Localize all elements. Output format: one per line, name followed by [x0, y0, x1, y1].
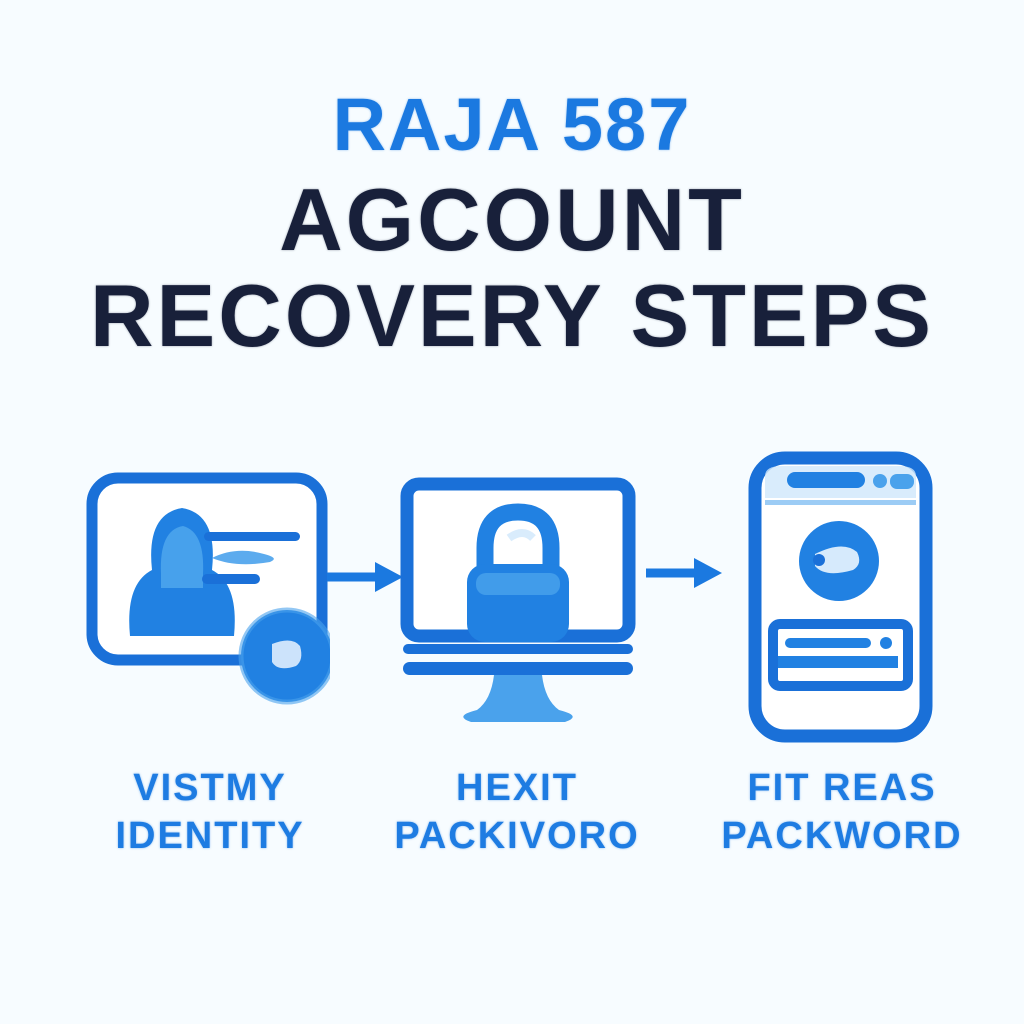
step-caption-line: FIT REAS [747, 767, 937, 809]
id-card-icon [86, 472, 330, 705]
step-caption-verify-identity: VISTMY IDENTITY [50, 764, 370, 860]
step-caption-line: PACKIVORO [394, 815, 640, 857]
monitor-lock-icon [400, 477, 636, 722]
arrow-right-icon [646, 558, 722, 588]
phone-password-icon [748, 451, 933, 743]
page-title-line1: AGCOUNT [279, 170, 745, 269]
step-caption-line: VISTMY [133, 767, 287, 809]
brand-title: RAJA 587 [332, 83, 692, 166]
step-caption-new-password: FIT REAS PACKWORD [682, 764, 1002, 860]
step-caption-reset-password: HEXIT PACKIVORO [357, 764, 677, 860]
arrow-right-icon [327, 562, 403, 592]
step-caption-line: PACKWORD [721, 815, 963, 857]
page-title: AGCOUNT RECOVERY STEPS [0, 172, 1024, 364]
page-title-line2: RECOVERY STEPS [89, 266, 934, 365]
step-caption-line: IDENTITY [115, 815, 305, 857]
step-caption-line: HEXIT [456, 767, 578, 809]
